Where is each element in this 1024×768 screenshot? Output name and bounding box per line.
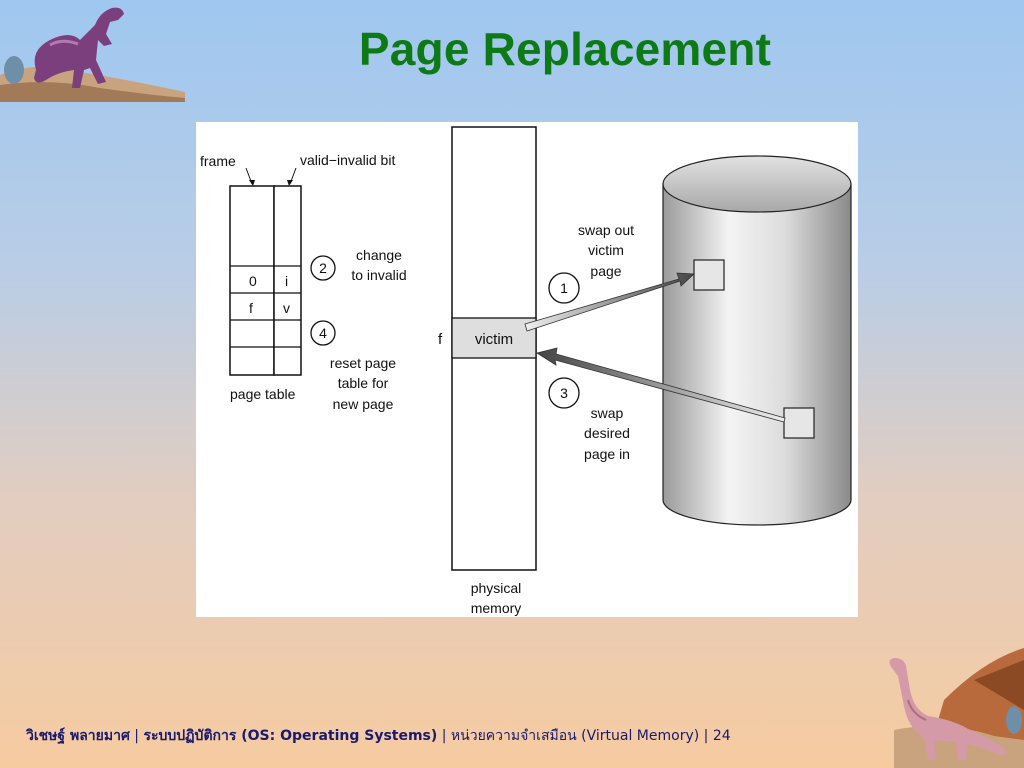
desired-page-box [783, 407, 815, 439]
step-4-marker [310, 320, 336, 346]
footer-course: ระบบปฏิบัติการ (OS: Operating Systems) [143, 728, 438, 744]
physical-memory-caption-line: physical [471, 580, 522, 596]
physical-memory: victim f physical memory [438, 126, 537, 616]
step-1-number: 1 [560, 280, 568, 296]
step-1-text-line: swap out [578, 222, 634, 238]
frame-label: frame [200, 153, 236, 169]
step-2-change-to-invalid: 2 change to invalid [310, 247, 407, 283]
page-table-row-frame: 0 [249, 273, 257, 289]
step-3-text-line: desired [584, 425, 630, 441]
swap-in-arrow [535, 347, 786, 423]
page-table-row-frame: f [249, 300, 253, 316]
slide-title: Page Replacement [358, 23, 772, 75]
step-1-text-line: page [590, 263, 621, 279]
page-table-frame-column [229, 185, 275, 376]
step-3-text-line: page in [584, 446, 630, 462]
page-table-caption: page table [230, 386, 296, 402]
step-4-reset-page-table: 4 reset page table for new page [310, 320, 396, 412]
victim-frame [451, 317, 537, 359]
page-table-row-bit: v [283, 300, 290, 316]
step-2-marker [310, 255, 336, 281]
disk-cylinder-body [662, 183, 852, 526]
swap-out-arrow [524, 272, 695, 332]
page-table-row-bit: i [285, 273, 288, 289]
step-3-marker [548, 377, 580, 409]
dinosaur-top-left-illustration [0, 7, 185, 102]
step-2-number: 2 [319, 260, 327, 276]
footer-author: วิเชษฐ์ พลายมาศ [26, 728, 130, 744]
step-1-swap-out: 1 swap out victim page [524, 222, 695, 332]
slide-footer: วิเชษฐ์ พลายมาศ | ระบบปฏิบัติการ (OS: Op… [26, 725, 731, 747]
footer-separator: | [129, 728, 144, 744]
step-3-text-line: swap [591, 405, 624, 421]
step-2-text-line: to invalid [351, 267, 406, 283]
frame-marker-f: f [438, 331, 443, 348]
step-3-swap-in: 3 swap desired page in [535, 347, 786, 462]
footer-separator: | [437, 728, 451, 744]
page-table: frame valid−invalid bit 0 i f v page tab… [200, 152, 395, 402]
step-4-text-line: new page [333, 396, 394, 412]
footer-page-number: 24 [712, 728, 731, 744]
step-4-number: 4 [319, 325, 327, 341]
footer-chapter: หน่วยความจำเสมือน (Virtual Memory) [450, 728, 700, 744]
victim-label: victim [475, 331, 513, 348]
disk-cylinder-top [662, 155, 852, 213]
physical-memory-caption-line: memory [471, 600, 522, 616]
bit-pointer-arrowhead [287, 180, 293, 186]
step-1-text-line: victim [588, 242, 624, 258]
page-table-bit-column [273, 185, 302, 376]
frame-pointer-arrowhead [249, 180, 255, 186]
page-replacement-diagram: frame valid−invalid bit 0 i f v page tab… [196, 122, 858, 617]
swapped-out-page-box [693, 259, 725, 291]
step-3-number: 3 [560, 385, 568, 401]
dinosaur-bottom-right-illustration [889, 648, 1024, 768]
step-4-text-line: table for [338, 375, 389, 391]
valid-invalid-bit-label: valid−invalid bit [300, 152, 395, 168]
step-2-text-line: change [356, 247, 402, 263]
step-1-marker [548, 272, 580, 304]
backing-store-disk [662, 155, 852, 526]
footer-separator: | [699, 728, 713, 744]
step-4-text-line: reset page [330, 355, 396, 371]
